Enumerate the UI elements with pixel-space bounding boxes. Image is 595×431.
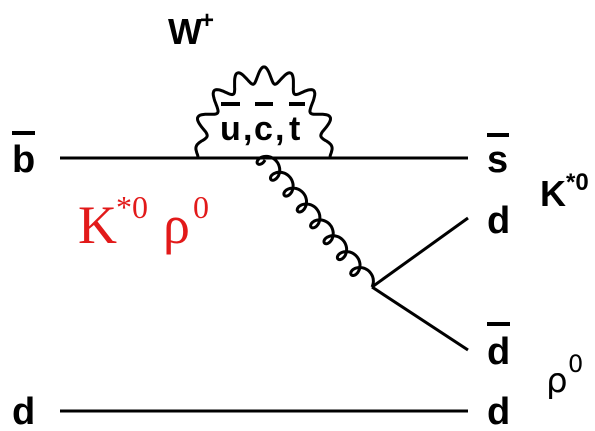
w-boson-loop [194,65,334,159]
dbar-quark-line [371,285,469,352]
rho-meson-sup: 0 [568,350,583,378]
quark-d-out-label: d [487,200,510,242]
quark-b-label: b [12,139,35,181]
rho-meson-label: ρ [546,361,568,401]
w-boson-charge: + [200,7,214,34]
loop-quark-c: c [254,110,273,148]
loop-sep-1: , [243,110,252,148]
gluon-line [255,154,375,288]
w-boson-label: W [168,11,202,52]
d-quark-line [371,216,469,289]
loop-quark-t: t [289,110,300,148]
decay-mode-rho: ρ [163,195,190,255]
decay-mode-k-sup: *0 [116,189,148,225]
kstar-meson-sup: *0 [566,169,589,196]
quark-d-spectator-label: d [487,391,510,431]
loop-quark-u: u [220,110,241,148]
loop-sep-2: , [275,110,284,148]
quark-s-label: s [487,139,508,181]
kstar-meson-label: K [540,173,566,214]
quark-dbar-label: d [487,331,510,373]
decay-mode-rho-sup: 0 [193,189,209,225]
quark-d-in-label: d [12,391,35,431]
decay-mode-k: K [78,195,117,255]
